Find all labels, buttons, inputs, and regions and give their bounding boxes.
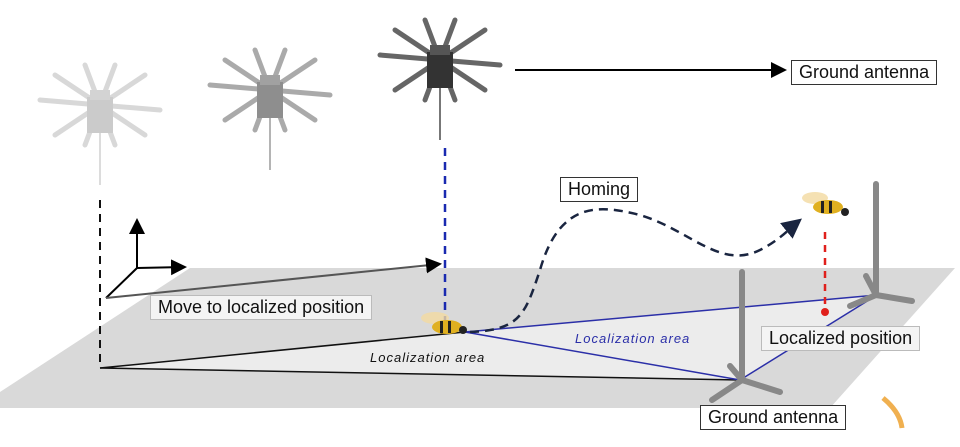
homing-path — [469, 207, 802, 334]
localized-position-label: Localized position — [761, 326, 921, 351]
drone-mid — [210, 50, 330, 170]
drone-start — [40, 65, 160, 185]
localization-area-blue-label: Localization area — [575, 331, 691, 346]
ground-antenna-label-top: Ground antenna — [791, 60, 938, 85]
localization-area-black-label: Localization area — [370, 350, 486, 365]
drone-current — [380, 20, 500, 140]
axes-icon — [105, 218, 187, 299]
localized-point — [821, 308, 829, 316]
ground-antenna-front — [709, 269, 783, 403]
localization-area-triangle — [100, 295, 877, 380]
ground-antenna-back — [847, 181, 915, 309]
hornet-flying-icon — [802, 192, 849, 216]
decorative-arc — [881, 396, 905, 429]
move-arrow — [105, 257, 442, 299]
move-label: Move to localized position — [150, 295, 373, 320]
hornet-ground-icon — [421, 312, 467, 334]
homing-label: Homing — [560, 177, 639, 202]
ground-antenna-label-bottom: Ground antenna — [700, 405, 847, 430]
